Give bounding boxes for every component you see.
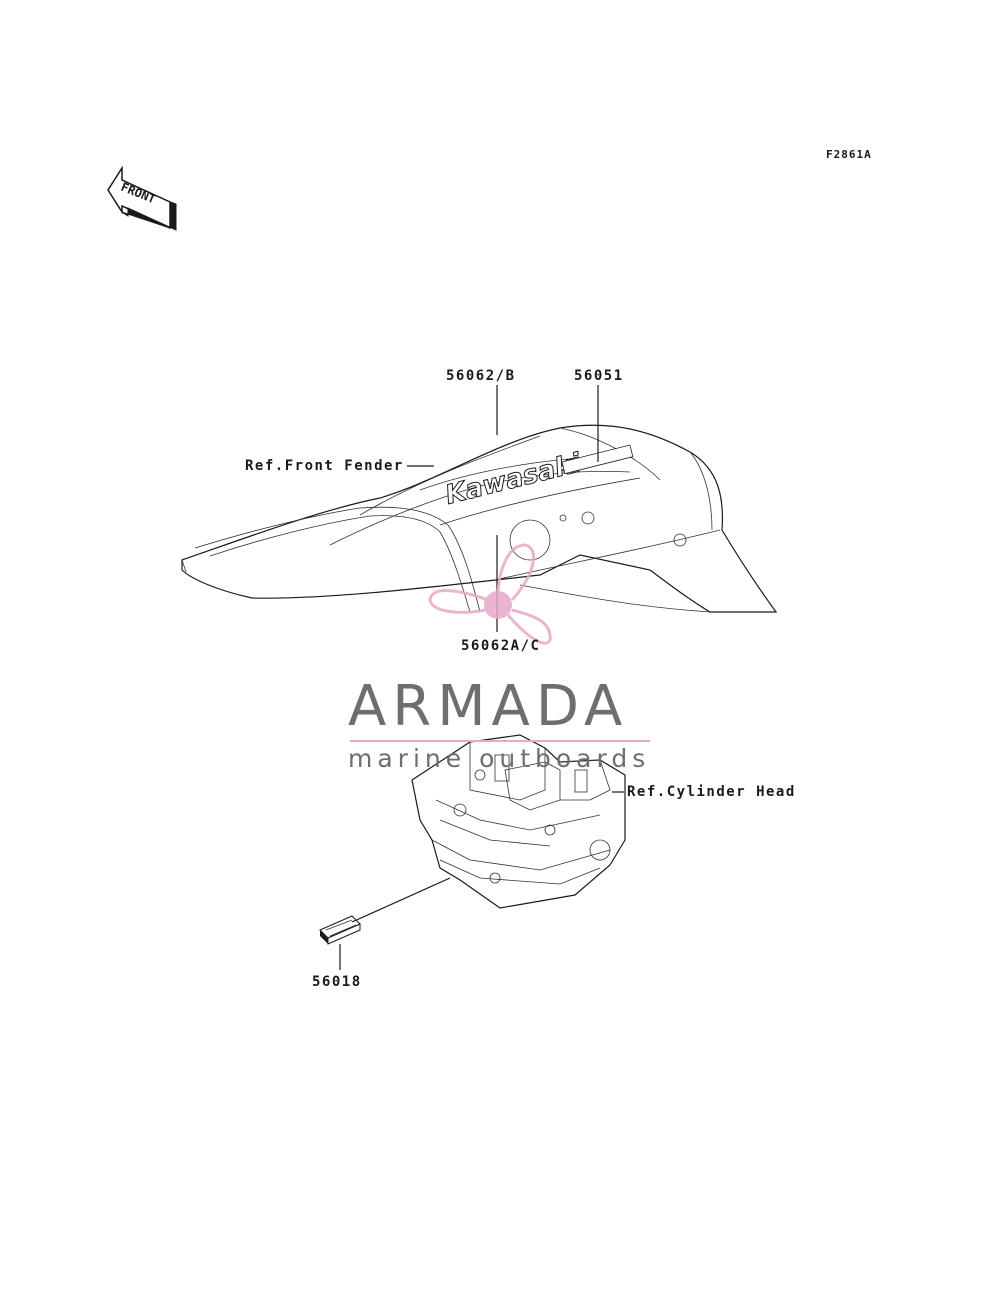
callout-56062-a-c: 56062A/C bbox=[461, 638, 541, 654]
watermark-subtitle: marine outboards bbox=[348, 744, 651, 773]
callout-56051: 56051 bbox=[574, 368, 624, 384]
front-fender-drawing: Kawasaki bbox=[181, 424, 778, 613]
armada-logo-icon bbox=[428, 543, 552, 645]
front-arrow-icon: FRONT bbox=[107, 165, 177, 231]
watermark-title: ARMADA bbox=[348, 674, 629, 739]
callout-56018: 56018 bbox=[312, 974, 362, 990]
callout-ref-cylinder-head: Ref.Cylinder Head bbox=[627, 784, 796, 800]
watermark-divider bbox=[350, 740, 650, 742]
callout-ref-front-fender: Ref.Front Fender bbox=[245, 458, 404, 474]
callout-56062-b: 56062/B bbox=[446, 368, 516, 384]
fender-decal-text: Kawasaki bbox=[442, 448, 585, 511]
label-56018-drawing bbox=[319, 915, 361, 945]
diagram-code: F2861A bbox=[826, 148, 872, 161]
